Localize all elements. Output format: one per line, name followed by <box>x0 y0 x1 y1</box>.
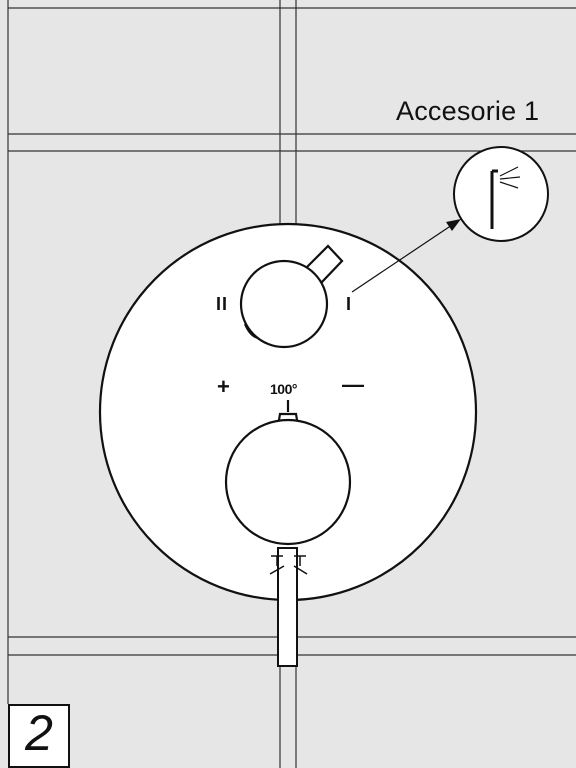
label-plus: + <box>217 374 230 399</box>
label-temperature: 100° <box>270 381 297 397</box>
callout-leader <box>351 219 461 293</box>
label-position-one: I <box>346 294 352 314</box>
cold-hot-symbol <box>269 555 308 575</box>
diverter-knob <box>239 244 344 349</box>
label-position-two: II <box>216 294 229 314</box>
thermostat-knob <box>224 400 352 546</box>
label-minus: — <box>342 372 364 397</box>
step-number: 2 <box>25 705 53 761</box>
lever-handle <box>277 547 298 667</box>
shower-outlet-icon <box>453 146 549 242</box>
callout-label: Accesorie 1 <box>396 96 540 126</box>
step-number-box <box>8 704 70 768</box>
